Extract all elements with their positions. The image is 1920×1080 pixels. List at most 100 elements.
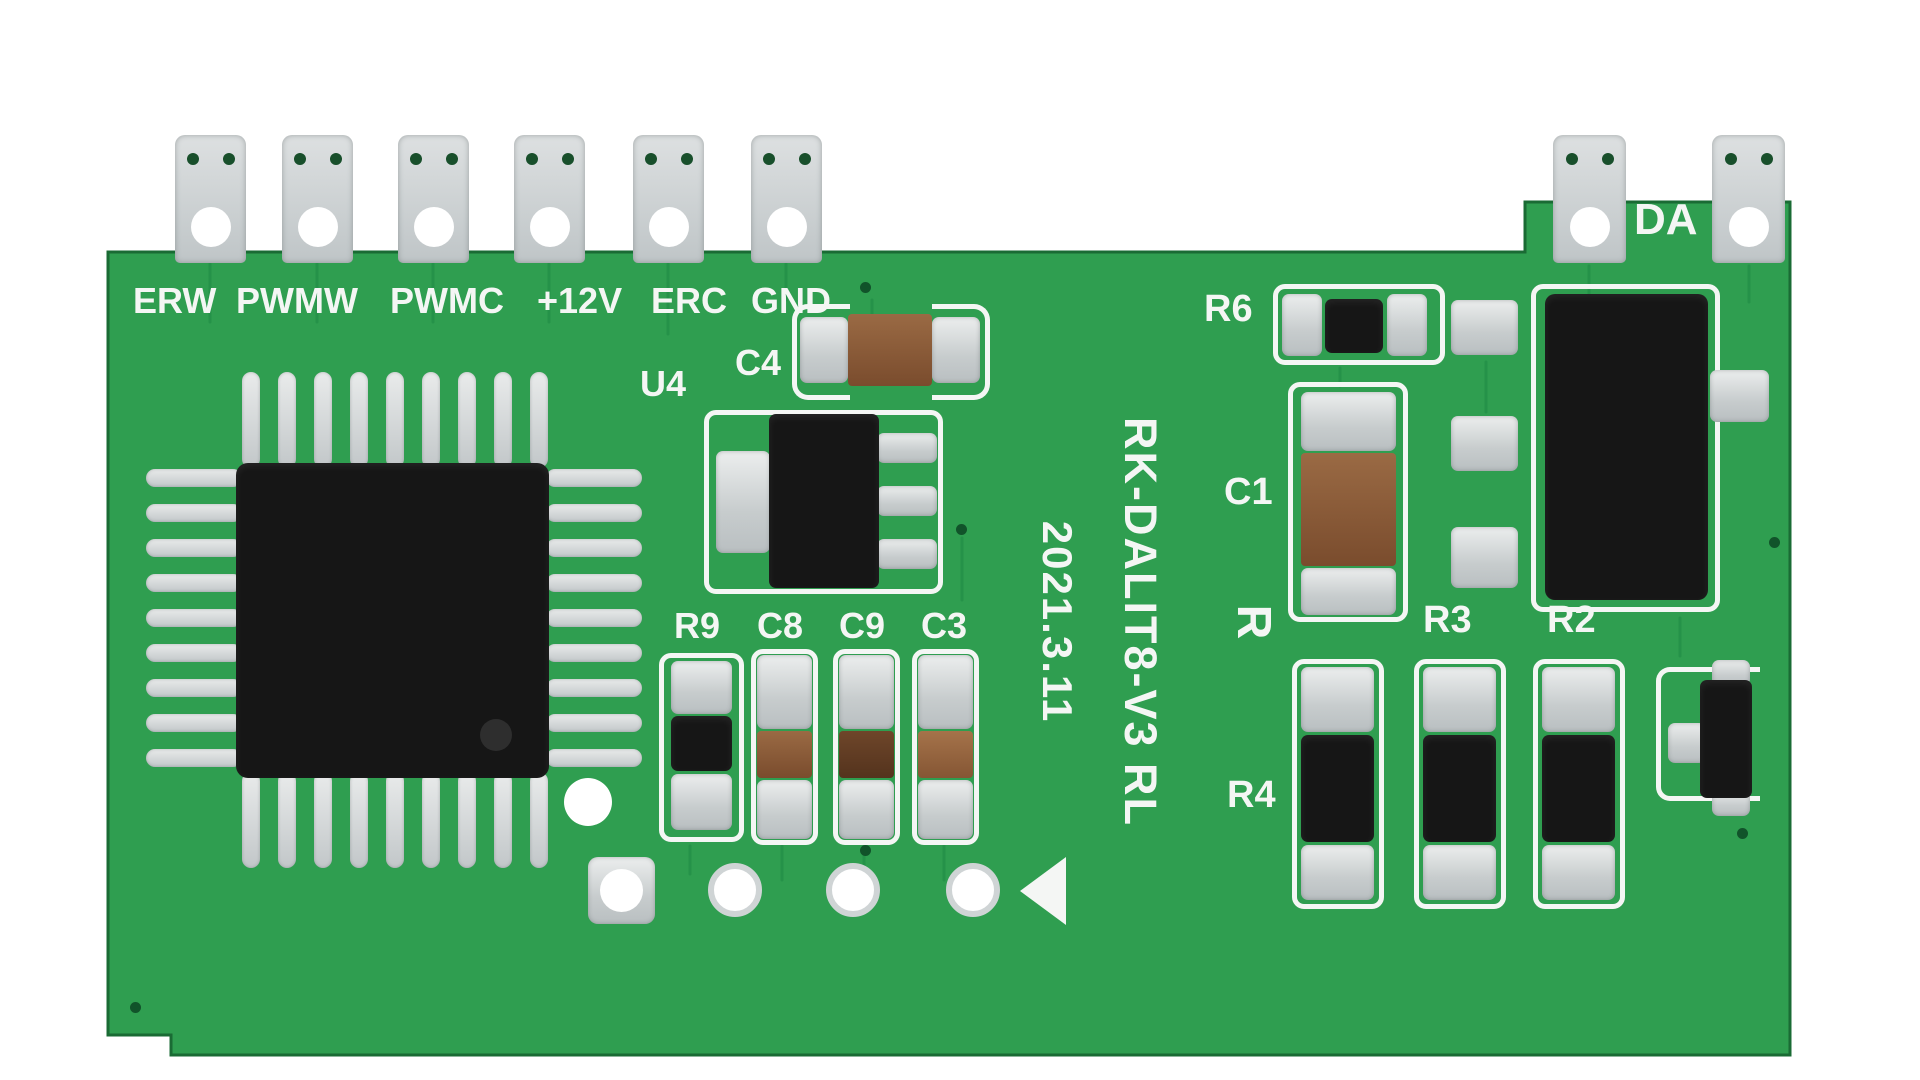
u4-tab-pad [716, 451, 770, 553]
qfp-pin-right [546, 469, 642, 487]
qfp-pin-right [546, 714, 642, 732]
r3-silk-outline [1414, 659, 1506, 909]
u4-pad-2 [877, 486, 937, 516]
c3-pad-bottom [918, 780, 973, 839]
power-ic-pad-3 [1451, 527, 1518, 588]
qfp-pin-bottom [242, 772, 260, 868]
qfp-pin-left [146, 749, 242, 767]
qfp-pin-top [386, 372, 404, 468]
qfp-pin-left [146, 574, 242, 592]
terminal-hole-small [525, 153, 538, 165]
terminal-hole-small [409, 153, 422, 165]
q1-silk-outline [1656, 667, 1760, 801]
qfp-pin-top [422, 372, 440, 468]
copper-traces [208, 262, 1751, 882]
u4-body [769, 414, 879, 588]
terminal-hole-small [445, 153, 458, 165]
terminal-label-erw: ERW [133, 280, 217, 321]
terminal-hole [529, 207, 570, 247]
terminal-hole [766, 207, 807, 247]
terminal-label-pwmc: PWMC [390, 280, 504, 321]
qfp-pin-right [546, 609, 642, 627]
r3-pad-bottom [1423, 845, 1496, 900]
c8-pad-bottom [757, 780, 812, 839]
qfp-pin-right [546, 749, 642, 767]
ref-label-c3: C3 [921, 605, 968, 646]
r9-silk-outline [659, 653, 744, 842]
ref-label-r9: R9 [674, 605, 721, 646]
terminal-label-pwmw: PWMW [236, 280, 358, 321]
r6-pad-left [1282, 294, 1322, 356]
square-pad-hole [600, 869, 643, 912]
r2-pad-bottom [1542, 845, 1615, 900]
terminal-hole [297, 207, 338, 247]
board-hole [564, 778, 612, 826]
silkscreen-date-text: 2021.3.11 [1034, 520, 1081, 724]
c3-body [918, 731, 973, 778]
power-ic-silk-outline [1531, 284, 1720, 612]
ref-label-r6: R6 [1204, 288, 1253, 330]
terminal-hole-small [329, 153, 342, 165]
u4-pad-1 [877, 433, 937, 463]
c9-pad-top [839, 655, 894, 729]
u4-silk-outline [704, 410, 943, 594]
via [860, 282, 871, 293]
qfp-pin-left [146, 609, 242, 627]
via [1737, 828, 1748, 839]
qfp-pin-right [546, 539, 642, 557]
c1-pad-top [1301, 392, 1396, 451]
r9-body [671, 716, 732, 771]
ref-label-r4: R4 [1227, 774, 1276, 816]
qfp-pin-top [458, 372, 476, 468]
via [860, 845, 871, 856]
terminal-hole [648, 207, 689, 247]
terminal-label-erc: ERC [651, 280, 728, 321]
c9-body [839, 731, 894, 778]
r4-pad-top [1301, 667, 1374, 732]
plated-hole-3 [946, 863, 1000, 917]
terminal-hole-small [1760, 153, 1773, 165]
terminal-hole-small [186, 153, 199, 165]
plated-hole-2 [826, 863, 880, 917]
r6-pad-right [1387, 294, 1427, 356]
ref-label-r2: R2 [1547, 599, 1596, 641]
r9-pad-bottom [671, 774, 732, 830]
ref-label-u4: U4 [640, 363, 687, 404]
c8-pad-top [757, 655, 812, 729]
terminal-hole-small [1601, 153, 1614, 165]
c4-silk-left [792, 304, 850, 400]
terminal-hole-small [222, 153, 235, 165]
qfp-pin-left [146, 539, 242, 557]
qfp-pin-left [146, 714, 242, 732]
u4-pad-3 [877, 539, 937, 569]
ref-label-c4: C4 [735, 342, 782, 383]
c3-pad-top [918, 655, 973, 729]
terminal-label-gnd: GND [751, 280, 831, 321]
qfp-pin-left [146, 644, 242, 662]
terminal-hole-small [1565, 153, 1578, 165]
plated-hole-1 [708, 863, 762, 917]
q1-pad-left [1668, 723, 1706, 763]
r2-silk-outline [1533, 659, 1625, 909]
silkscreen-model-text: RK-DALIT8-V3 RL [1115, 417, 1166, 827]
c4-body [848, 314, 932, 386]
r3-pad-top [1423, 667, 1496, 732]
r4-pad-bottom [1301, 845, 1374, 900]
terminal-hole [1569, 207, 1610, 247]
terminal-hole [413, 207, 454, 247]
qfp-pin-left [146, 679, 242, 697]
r3-body [1423, 735, 1496, 842]
terminal-hole [1728, 207, 1769, 247]
qfp-pin-right [546, 679, 642, 697]
r6-body [1325, 299, 1383, 353]
qfp-pin-bottom [494, 772, 512, 868]
ref-label-c8: C8 [757, 605, 804, 646]
qfp-pin-bottom [314, 772, 332, 868]
c8-body [757, 731, 812, 778]
qfp-pin-bottom [458, 772, 476, 868]
terminal-label-12v: +12V [537, 280, 623, 321]
qfp-pin-bottom [530, 772, 548, 868]
r9-pad-top [671, 661, 732, 714]
terminal-hole [190, 207, 231, 247]
